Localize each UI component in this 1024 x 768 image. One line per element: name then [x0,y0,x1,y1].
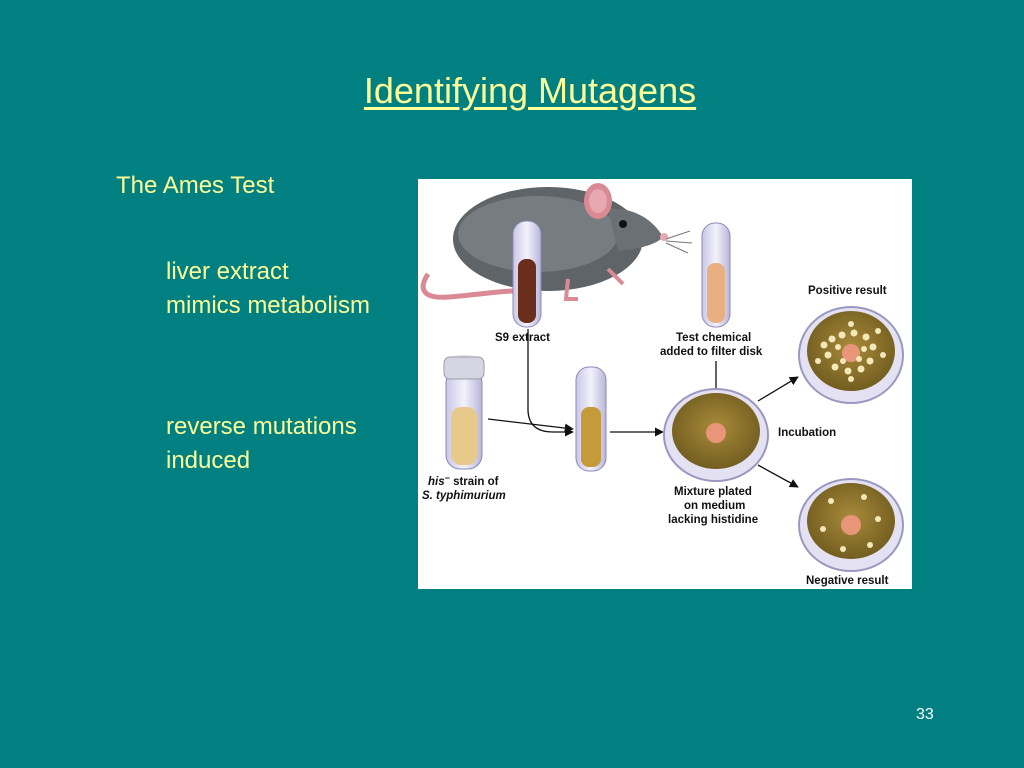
strain-label-2: S. typhimurium [422,490,506,502]
negative-result-plate [798,478,904,572]
arrow-strain-to-mix [487,418,574,433]
test-chemical-tube [701,222,731,328]
mixture-label-3: lacking histidine [668,514,758,526]
bullet-liver-extract: liver extract mimics metabolism [166,255,370,323]
bullet-line: mimics metabolism [166,292,371,319]
rat-illustration [420,183,693,301]
negative-result-label: Negative result [806,575,889,587]
test-chemical-label-1: Test chemical [676,332,751,344]
incubation-label: Incubation [778,427,836,439]
arrow-s9-to-mix [527,329,574,437]
bullet-line: liver extract [166,258,289,285]
arrow-to-negative [757,464,799,488]
arrow-to-positive [757,376,799,402]
bullet-reverse-mutations: reverse mutations induced [166,410,357,478]
ames-test-diagram: S9 extract Test chemical added to filter… [418,179,912,589]
center-petri-plate [663,388,769,482]
strain-label-his: his [428,476,445,488]
mixture-label-2: on medium [684,500,745,512]
strain-label-sup: − [445,473,450,483]
mixed-tube [575,366,607,472]
his-strain-tube [443,355,485,470]
s9-extract-label: S9 extract [495,332,550,344]
slide-title: Identifying Mutagens [363,70,697,111]
strain-label-1: his− strain of [428,473,499,488]
bullet-line: reverse mutations [166,413,357,440]
test-chemical-label-2: added to filter disk [660,346,763,358]
strain-label-rest: strain of [450,476,499,488]
page-number: 33 [916,706,934,723]
bullet-line: induced [166,447,251,474]
mixture-label-1: Mixture plated [674,486,752,498]
s9-extract-tube [512,220,542,328]
positive-result-plate [798,306,904,404]
subtitle-ames-test: The Ames Test [116,172,275,199]
positive-result-label: Positive result [808,285,887,297]
